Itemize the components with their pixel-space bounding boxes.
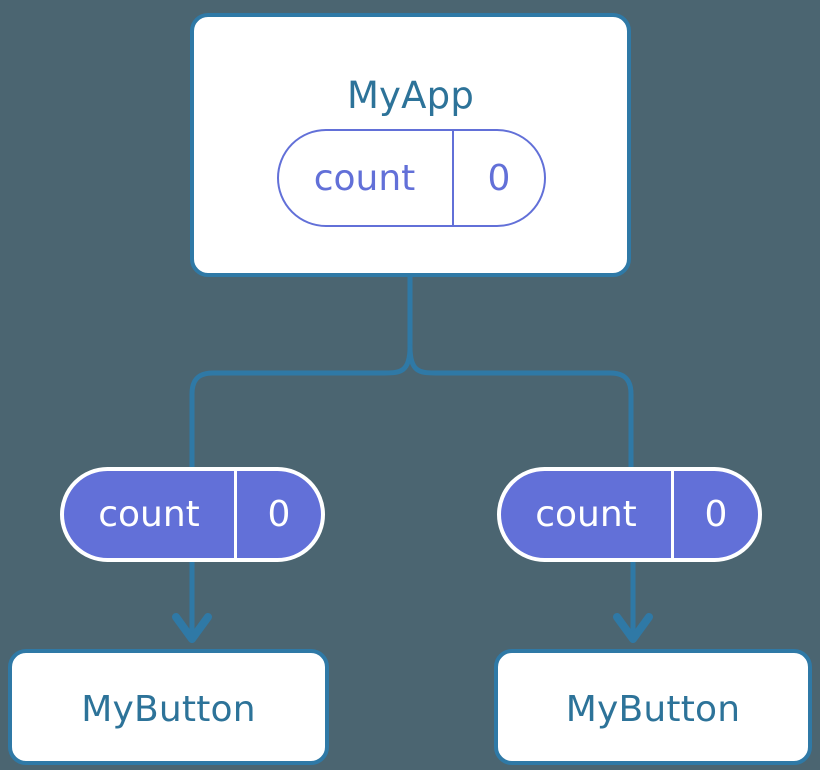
component-title-mybutton-right: MyButton	[565, 689, 741, 730]
props-pill-left[interactable]: count 0	[60, 467, 325, 562]
component-title-myapp: MyApp	[346, 74, 475, 117]
component-title-mybutton-left: MyButton	[81, 689, 256, 730]
component-node-mybutton-left[interactable]: MyButton	[8, 649, 329, 765]
props-pill-right[interactable]: count 0	[497, 467, 762, 562]
connector-branch-left	[189, 344, 413, 470]
props-pill-value: 0	[267, 494, 291, 535]
props-pill-value: 0	[704, 494, 728, 535]
component-node-mybutton-right[interactable]: MyButton	[494, 649, 812, 765]
state-pill-myapp[interactable]: count 0	[277, 129, 546, 227]
arrow-right-head	[613, 613, 653, 643]
component-node-myapp[interactable]: MyApp	[190, 13, 631, 277]
props-pill-key: count	[64, 471, 237, 558]
props-pill-key: count	[501, 471, 674, 558]
state-pill-key: count	[279, 131, 454, 225]
connector-branch-right	[407, 344, 634, 470]
arrow-left-head	[172, 613, 212, 643]
state-pill-value: 0	[487, 157, 511, 199]
